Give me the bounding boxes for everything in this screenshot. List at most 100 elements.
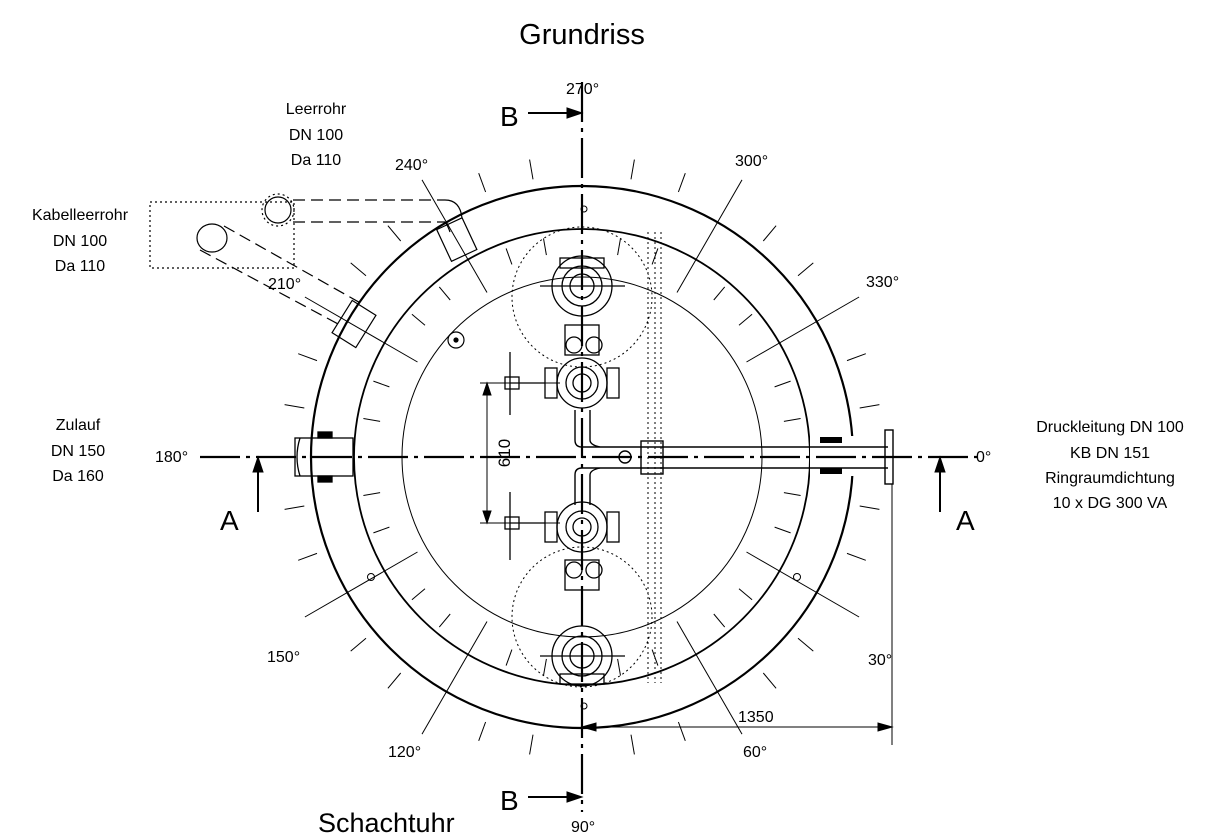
- tick-280-minor-0: [617, 238, 621, 256]
- wall-seal-top: [820, 437, 842, 443]
- angle-240-label: 240°: [395, 157, 428, 174]
- tick-280-minor-1: [630, 159, 635, 180]
- tick-40-minor-0: [738, 588, 753, 601]
- angle-0-label: 0°: [976, 449, 991, 466]
- tick-10-minor-1: [859, 505, 880, 510]
- tick-170-minor-1: [284, 505, 305, 510]
- dimension-1350-label: 1350: [738, 709, 774, 726]
- tick-240-major: [421, 179, 488, 293]
- druckleitung-line-2: KB DN 151: [1070, 445, 1150, 462]
- section-a-right-label: A: [956, 505, 975, 536]
- tick-300-major: [676, 179, 743, 293]
- arrowhead-a-left: [252, 455, 264, 473]
- tick-60-major: [676, 621, 743, 735]
- tick-130-minor-1: [387, 672, 402, 689]
- druckleitung-line-3: Ringraumdichtung: [1045, 470, 1175, 487]
- zulauf-line-3: Da 160: [52, 468, 104, 485]
- angle-330-label: 330°: [866, 274, 899, 291]
- angle-300-label: 300°: [735, 153, 768, 170]
- arrowhead-a-right: [934, 455, 946, 473]
- zulauf-line-1: Zulauf: [56, 417, 101, 434]
- tick-110-minor-1: [478, 721, 487, 741]
- tick-250-minor-1: [478, 173, 487, 193]
- leerrohr-line-3: Da 110: [291, 152, 342, 169]
- dimension-610: [480, 381, 560, 525]
- angle-60-label: 60°: [743, 744, 767, 761]
- tick-290-minor-0: [651, 248, 659, 265]
- tick-70-minor-1: [677, 721, 686, 741]
- tick-310-minor-0: [713, 286, 726, 301]
- tick-120-major: [421, 621, 488, 735]
- angle-210-label: 210°: [268, 276, 301, 293]
- drawing-title: Grundriss: [519, 19, 645, 51]
- tick-260-minor-1: [529, 159, 534, 180]
- tick-350-minor-0: [783, 418, 801, 422]
- arrowhead-b-bottom: [566, 791, 584, 803]
- tick-320-minor-1: [797, 262, 814, 277]
- tick-330-major: [746, 296, 860, 363]
- angle-30-label: 30°: [868, 652, 892, 669]
- tick-190-minor-1: [284, 404, 305, 409]
- angle-180-label: 180°: [155, 449, 188, 466]
- tick-200-minor-1: [298, 353, 318, 362]
- tick-80-minor-0: [617, 658, 621, 676]
- tick-20-minor-1: [846, 552, 866, 561]
- pressure-pipe: [574, 410, 894, 505]
- tick-310-minor-1: [762, 225, 777, 242]
- druckleitung-line-1: Druckleitung DN 100: [1036, 419, 1184, 436]
- pump-bottom: [540, 625, 625, 687]
- pump-swing-bottom: [511, 546, 653, 688]
- dimension-610-label: 610: [495, 439, 514, 467]
- tick-250-minor-0: [505, 248, 513, 265]
- tick-110-minor-0: [505, 649, 513, 666]
- drawing-subtitle: Schachtuhr: [318, 808, 455, 834]
- small-markers: [367, 205, 801, 710]
- pump-swing-circles: [511, 226, 662, 688]
- angle-270-label: 270°: [566, 81, 599, 98]
- tick-30-major: [746, 551, 860, 618]
- druckleitung-line-4: 10 x DG 300 VA: [1053, 495, 1168, 512]
- cable-conduit: [149, 193, 478, 349]
- kabelleerrohr-line-2: DN 100: [53, 233, 107, 250]
- tick-100-minor-0: [543, 658, 547, 676]
- tick-40-minor-1: [797, 637, 814, 652]
- angle-120-label: 120°: [388, 744, 421, 761]
- tick-80-minor-1: [630, 734, 635, 755]
- tick-340-minor-1: [846, 353, 866, 362]
- zulauf-line-2: DN 150: [51, 443, 105, 460]
- fittings-bottom: [544, 501, 620, 591]
- tick-140-minor-0: [411, 588, 426, 601]
- tick-130-minor-0: [438, 613, 451, 628]
- tick-10-minor-0: [783, 492, 801, 496]
- tick-150-major: [304, 551, 418, 618]
- leerrohr-line-2: DN 100: [289, 127, 343, 144]
- pump-top: [540, 255, 625, 317]
- kabelleerrohr-line-1: Kabelleerrohr: [32, 207, 129, 224]
- pipe-labels: Leerrohr DN 100 Da 110 Kabelleerrohr DN …: [32, 101, 1184, 512]
- angle-labels: 0° 30° 60° 90° 120° 150° 180° 210° 240° …: [155, 81, 991, 834]
- dimension-1350: [580, 484, 894, 745]
- inflow-pipe: [294, 431, 354, 483]
- tick-160-minor-0: [373, 526, 390, 534]
- tick-160-minor-1: [298, 552, 318, 561]
- kabelleerrohr-line-3: Da 110: [55, 258, 106, 275]
- tick-210-major: [304, 296, 418, 363]
- tick-230-minor-1: [387, 225, 402, 242]
- pump-swing-top: [511, 226, 653, 368]
- tick-100-minor-1: [529, 734, 534, 755]
- section-b-bottom-label: B: [500, 785, 519, 816]
- tick-220-minor-0: [411, 313, 426, 326]
- arrowhead-b-top: [566, 107, 584, 119]
- tick-50-minor-0: [713, 613, 726, 628]
- section-markers: [252, 107, 946, 803]
- angle-150-label: 150°: [267, 649, 300, 666]
- clock-ticks: [284, 159, 880, 755]
- tick-230-minor-0: [438, 286, 451, 301]
- tick-290-minor-1: [677, 173, 686, 193]
- tick-140-minor-1: [350, 637, 367, 652]
- tick-170-minor-0: [363, 492, 381, 496]
- tick-50-minor-1: [762, 672, 777, 689]
- tick-260-minor-0: [543, 238, 547, 256]
- section-a-left-label: A: [220, 505, 239, 536]
- angle-90-label: 90°: [571, 819, 595, 834]
